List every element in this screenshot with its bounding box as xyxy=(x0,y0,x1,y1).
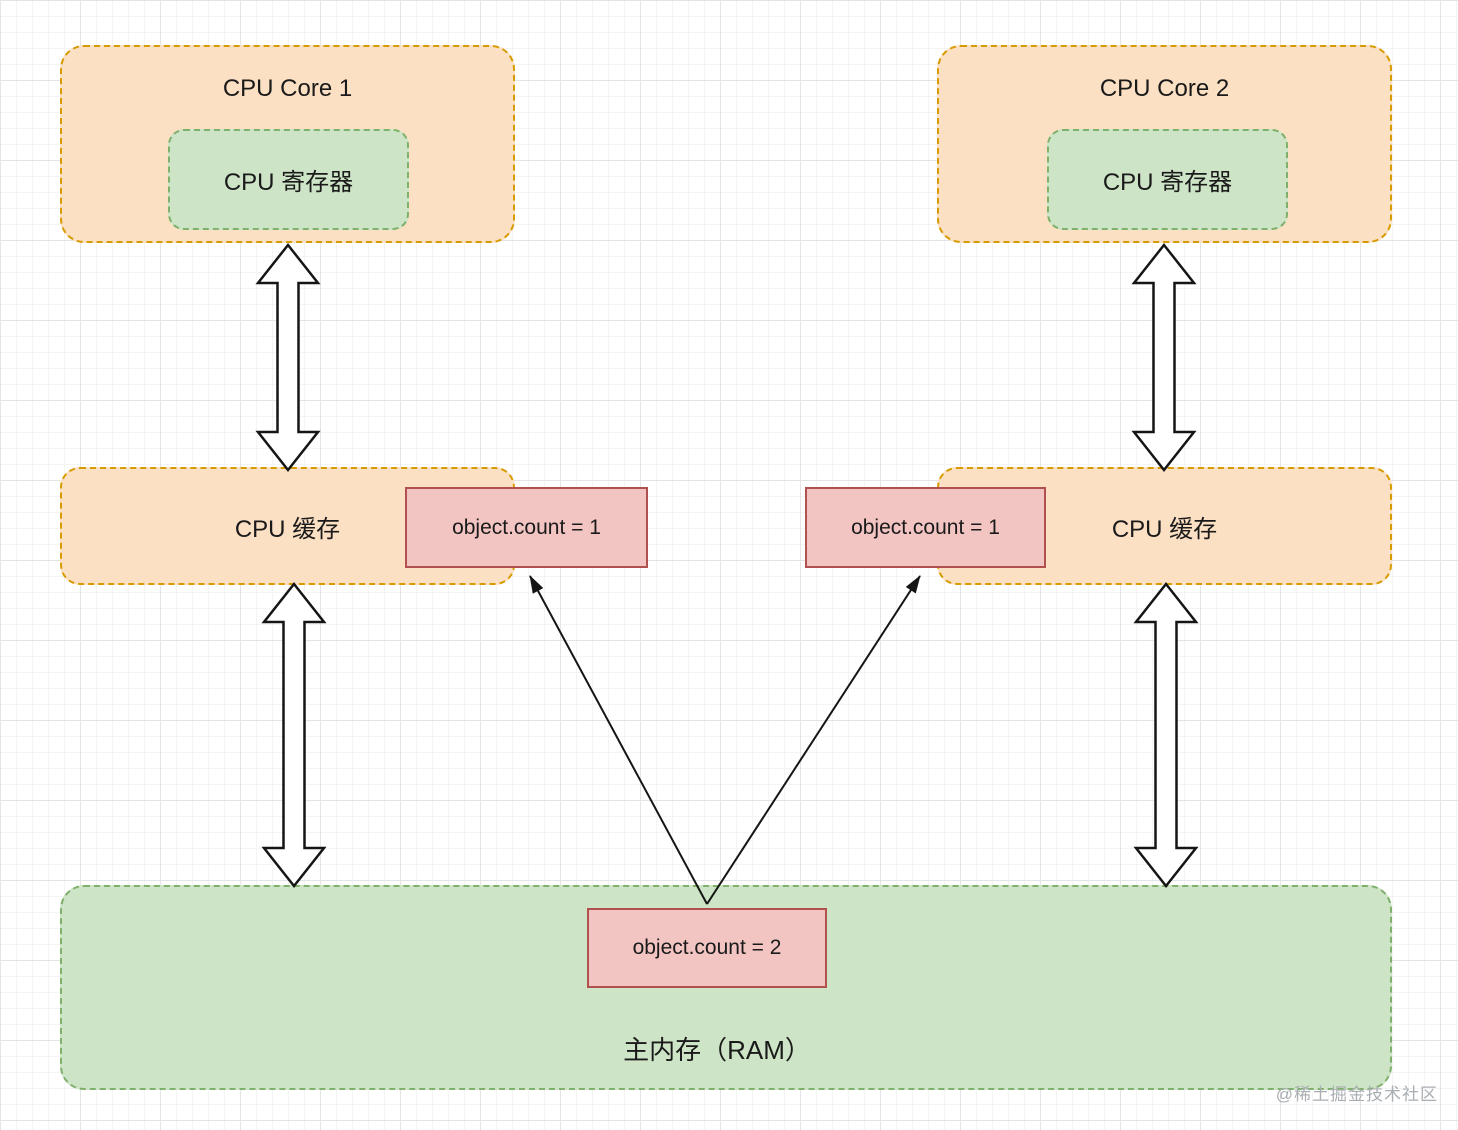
cache-2-value-box: object.count = 1 xyxy=(805,487,1046,568)
cpu-core-2-title: CPU Core 2 xyxy=(1099,75,1230,102)
arrow-ram-to-cache2-value xyxy=(706,575,921,905)
double-arrow-core2-cache2 xyxy=(1131,242,1197,473)
cpu-register-1-label: CPU 寄存器 xyxy=(223,169,354,196)
cpu-register-2-label: CPU 寄存器 xyxy=(1102,169,1233,196)
ram-value: object.count = 2 xyxy=(632,936,782,959)
main-memory-label: 主内存（RAM） xyxy=(623,1035,811,1065)
cpu-cache-2-label: CPU 缓存 xyxy=(1111,515,1218,543)
cpu-core-1-title: CPU Core 1 xyxy=(222,75,353,102)
cpu-core-2-box: CPU Core 2 CPU 寄存器 xyxy=(937,45,1392,243)
double-arrow-core1-cache1 xyxy=(255,242,321,473)
cpu-register-2-box: CPU 寄存器 xyxy=(1047,129,1288,230)
cpu-register-1-box: CPU 寄存器 xyxy=(168,129,409,230)
cpu-cache-1-label: CPU 缓存 xyxy=(234,515,341,543)
arrow-ram-to-cache1-value xyxy=(529,575,708,905)
cache-1-value-box: object.count = 1 xyxy=(405,487,648,568)
cpu-core-1-box: CPU Core 1 CPU 寄存器 xyxy=(60,45,515,243)
cache-2-value: object.count = 1 xyxy=(851,515,1000,539)
watermark-text: @稀土掘金技术社区 xyxy=(1275,1085,1438,1104)
cache-1-value: object.count = 1 xyxy=(452,515,601,539)
double-arrow-cache1-ram xyxy=(261,581,327,889)
ram-value-box: object.count = 2 xyxy=(587,908,827,988)
double-arrow-cache2-ram xyxy=(1133,581,1199,889)
